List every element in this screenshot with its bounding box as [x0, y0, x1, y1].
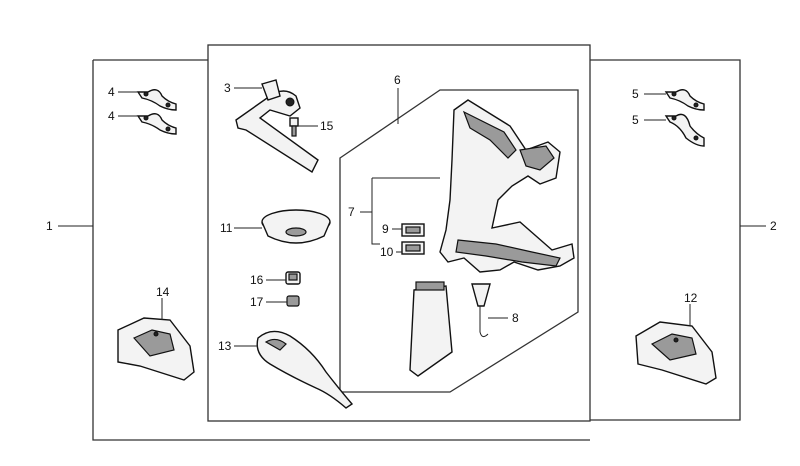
callout-3: 3 — [224, 81, 231, 95]
nut-part-17[interactable] — [286, 295, 300, 307]
nut-part-16[interactable] — [285, 271, 301, 285]
cup-part-11[interactable] — [261, 209, 331, 244]
bracket-part-3[interactable] — [235, 79, 319, 174]
clamp-part-5a[interactable] — [664, 89, 705, 111]
callout-10: 10 — [380, 245, 394, 259]
callout-12: 12 — [684, 291, 698, 305]
callout-14: 14 — [156, 285, 170, 299]
callout-16: 16 — [250, 273, 264, 287]
callout-8: 8 — [512, 311, 519, 325]
callout-15: 15 — [320, 119, 334, 133]
cover-part-12[interactable] — [635, 321, 717, 385]
callout-1: 1 — [46, 219, 53, 233]
callout-5b: 5 — [632, 113, 639, 127]
guard-part-13[interactable] — [256, 330, 354, 409]
clamp-part-4b[interactable] — [136, 113, 177, 135]
snap-hook-part-8[interactable] — [471, 283, 491, 338]
callout-4a: 4 — [108, 85, 115, 99]
callout-5a: 5 — [632, 87, 639, 101]
callout-labels: 1 2 3 4 4 5 5 6 7 8 9 10 11 12 13 14 15 … — [46, 73, 777, 353]
bolt-part-15[interactable] — [289, 117, 299, 137]
callout-11: 11 — [220, 221, 233, 235]
leader-lines — [58, 87, 766, 347]
cover-part-14[interactable] — [117, 317, 195, 381]
clamp-part-5b[interactable] — [664, 113, 705, 147]
callout-7: 7 — [348, 205, 355, 219]
buckle-part-9[interactable] — [401, 223, 425, 237]
callout-9: 9 — [382, 222, 389, 236]
clamp-part-4a[interactable] — [136, 89, 177, 111]
callout-17: 17 — [250, 295, 264, 309]
outer-frame — [92, 59, 741, 441]
callout-6: 6 — [394, 73, 401, 87]
callout-13: 13 — [218, 339, 232, 353]
hanging-pad[interactable] — [409, 281, 453, 377]
harness-part-6[interactable] — [439, 99, 575, 273]
buckle-part-10[interactable] — [401, 241, 425, 255]
callout-2: 2 — [770, 219, 777, 233]
inner-frame — [207, 44, 591, 422]
callout-4b: 4 — [108, 109, 115, 123]
